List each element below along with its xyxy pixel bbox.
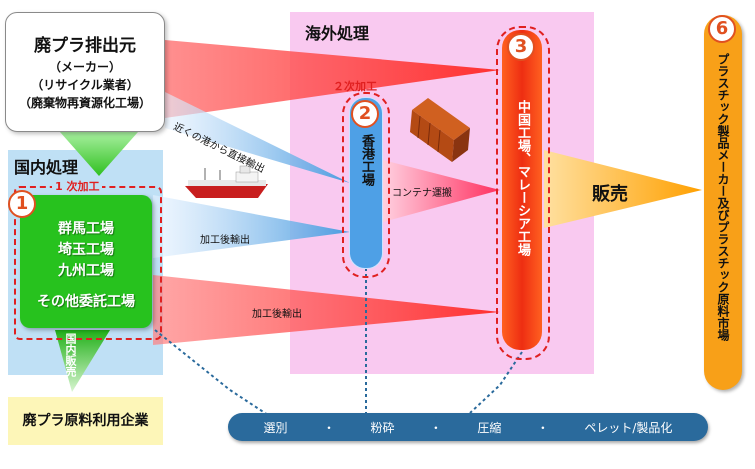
china-malaysia-factory-box: 中国工場、マレーシア工場 xyxy=(502,30,542,350)
domestic-sales-label: 国内販売 xyxy=(64,333,77,377)
arrow-export-after-processing-cn xyxy=(153,275,500,345)
arrow-domestic-sales xyxy=(55,330,110,392)
dotted-line-domestic xyxy=(154,329,269,416)
processing-steps-bar: 選別 ・ 粉砕 ・ 圧縮 ・ ペレット/製品化 xyxy=(228,413,708,441)
china-malaysia-factory-label: 中国工場、マレーシア工場 xyxy=(515,100,530,256)
step-compression: 圧縮 xyxy=(477,421,502,435)
domestic-factory-box: 群馬工場 埼玉工場 九州工場 その他委託工場 xyxy=(20,195,152,328)
hong-kong-factory-label: 香港工場 xyxy=(359,134,374,186)
step-2-badge: 2 xyxy=(351,100,379,128)
container-icon xyxy=(410,98,470,162)
step-6-badge: 6 xyxy=(708,15,736,43)
secondary-processing-label: ２次加工 xyxy=(333,80,377,93)
factory-kyushu: 九州工場 xyxy=(58,263,114,279)
user-company-box xyxy=(8,397,163,445)
hk-dashed-area xyxy=(342,92,390,278)
arrow-export-after-processing-hk xyxy=(153,195,350,258)
cn-dashed-area xyxy=(496,26,550,360)
sale-label: 販売 xyxy=(592,184,628,205)
arrow-sale xyxy=(544,150,702,228)
container-transport-label: コンテナ運搬 xyxy=(392,188,452,199)
factory-other-contracted: その他委託工場 xyxy=(37,294,135,310)
step-separator: ・ xyxy=(322,421,335,435)
export-after-processing-label-1: 加工後輸出 xyxy=(200,235,250,246)
arrow-direct-export xyxy=(165,92,350,183)
primary-processing-label: 1 次加工 xyxy=(52,178,103,194)
ship-icon xyxy=(185,165,268,198)
dotted-line-cn xyxy=(469,351,523,414)
factory-gunma: 群馬工場 xyxy=(58,221,114,237)
plastic-market-label: プラスチック製品メーカー及びプラスチック原料市場 xyxy=(716,53,730,341)
step-separator: ・ xyxy=(536,421,549,435)
step-pelletizing: ペレット/製品化 xyxy=(584,421,673,435)
source-line-maker: （メーカー） xyxy=(48,60,121,74)
factory-saitama: 埼玉工場 xyxy=(58,242,114,258)
user-company-label: 廃プラ原料利用企業 xyxy=(22,413,149,429)
source-line-waste-plant: （廃棄物再資源化工場） xyxy=(18,96,151,110)
overseas-label: 海外処理 xyxy=(305,24,370,43)
step-sorting: 選別 xyxy=(263,421,288,435)
arrow-container xyxy=(383,160,500,222)
source-line-recycler: （リサイクル業者） xyxy=(31,78,139,92)
source-title: 廃プラ排出元 xyxy=(34,36,136,56)
step-separator: ・ xyxy=(429,421,442,435)
export-after-processing-label-2: 加工後輸出 xyxy=(252,309,302,320)
domestic-label: 国内処理 xyxy=(14,158,79,177)
step-crushing: 粉砕 xyxy=(370,421,395,435)
waste-plastic-source-box: 廃プラ排出元 （メーカー） （リサイクル業者） （廃棄物再資源化工場） xyxy=(5,12,165,132)
arrow-source-to-cn xyxy=(165,40,500,118)
plastic-market-box: プラスチック製品メーカー及びプラスチック原料市場 xyxy=(704,15,742,390)
step-1-badge: 1 xyxy=(8,190,36,218)
arrow-source-to-domestic xyxy=(60,132,138,176)
step-3-badge: 3 xyxy=(507,33,535,61)
